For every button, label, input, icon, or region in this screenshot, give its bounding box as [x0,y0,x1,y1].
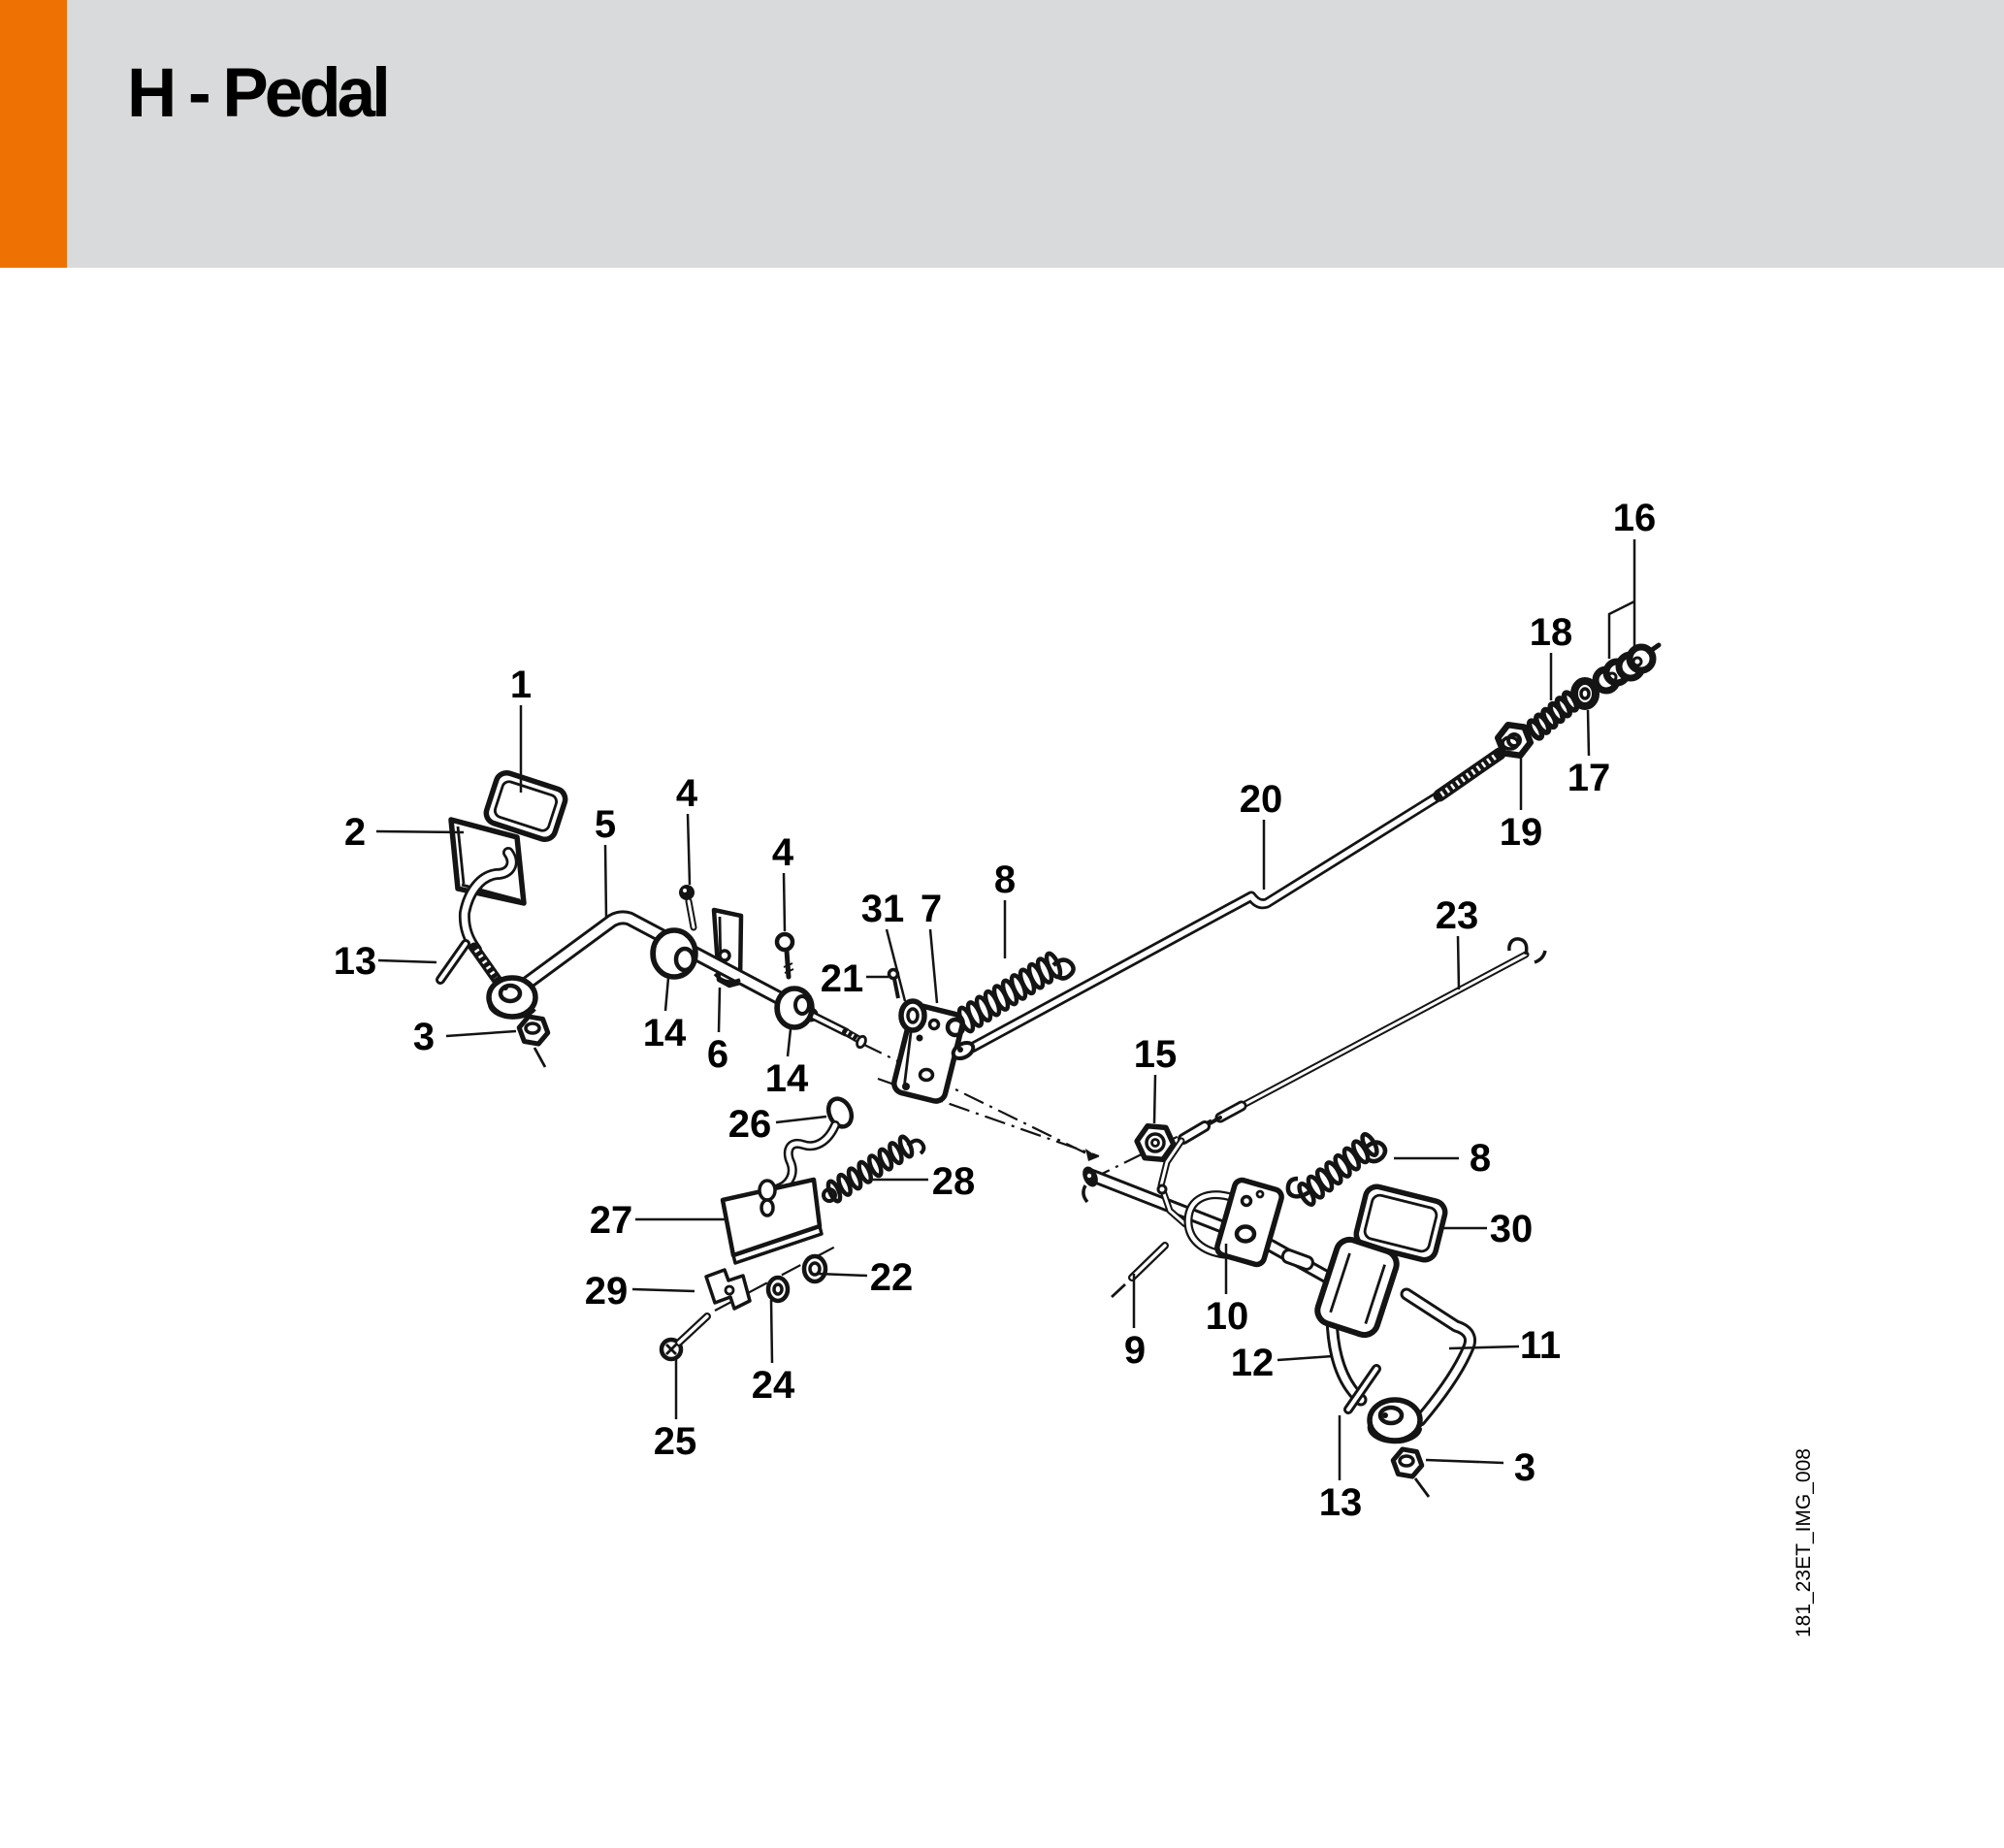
svg-text:7: 7 [921,888,942,930]
svg-text:5: 5 [595,803,616,846]
svg-text:12: 12 [1231,1342,1275,1384]
svg-text:9: 9 [1124,1329,1146,1372]
svg-text:14: 14 [765,1057,809,1100]
svg-text:25: 25 [654,1420,697,1463]
svg-text:13: 13 [1319,1481,1363,1524]
svg-text:181_23ET_IMG_008: 181_23ET_IMG_008 [1793,1448,1815,1637]
svg-text:10: 10 [1206,1295,1249,1338]
svg-text:1: 1 [510,664,532,706]
svg-text:6: 6 [707,1033,728,1076]
svg-text:16: 16 [1613,497,1657,539]
svg-text:4: 4 [772,831,794,874]
svg-text:30: 30 [1490,1208,1534,1250]
svg-text:23: 23 [1436,894,1479,937]
svg-text:14: 14 [643,1012,687,1054]
svg-text:22: 22 [870,1256,914,1299]
svg-text:13: 13 [334,940,377,983]
svg-text:H - Pedal: H - Pedal [127,55,387,132]
svg-text:8: 8 [994,859,1016,901]
svg-text:3: 3 [413,1016,435,1058]
svg-text:31: 31 [861,888,905,930]
svg-text:29: 29 [585,1270,629,1313]
svg-text:28: 28 [932,1160,976,1203]
svg-text:26: 26 [728,1103,772,1146]
svg-text:21: 21 [821,957,864,1000]
svg-text:2: 2 [344,811,366,854]
svg-text:24: 24 [752,1364,795,1407]
svg-text:8: 8 [1470,1137,1491,1180]
svg-text:4: 4 [676,772,698,815]
svg-text:18: 18 [1530,611,1573,654]
svg-text:15: 15 [1134,1033,1178,1076]
svg-text:17: 17 [1568,757,1611,799]
svg-text:20: 20 [1240,778,1283,821]
svg-text:27: 27 [590,1199,633,1242]
svg-text:19: 19 [1500,811,1543,854]
svg-text:11: 11 [1520,1324,1561,1367]
svg-text:3: 3 [1514,1446,1535,1489]
